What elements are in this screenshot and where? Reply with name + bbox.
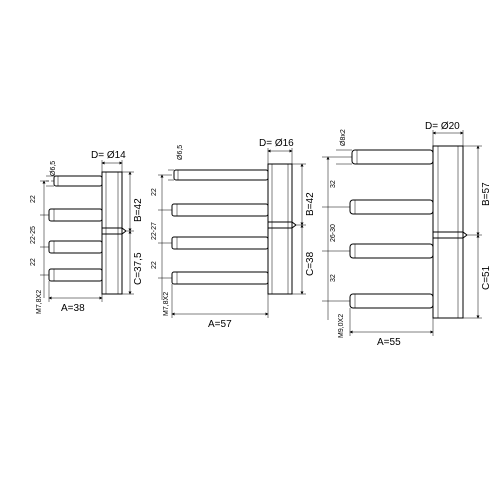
hinge-medium-pins (171, 169, 269, 285)
hinge-medium-spacing-top: 22 (151, 188, 158, 196)
hinge-small-spacing-mid: 22-25 (30, 226, 37, 244)
hinge-large-spacing-mid: 26-30 (330, 224, 337, 242)
hinge-small-height-b: B=42 (133, 198, 144, 222)
hinge-medium-diameter: D= Ø16 (259, 138, 294, 149)
hinge-small-thread: M7,8X2 (36, 290, 43, 314)
hinge-large-pin-diameter: Ø8x2 (340, 129, 347, 146)
hinge-large: D= Ø20 Ø8x2 32 26-30 32 M9,0X2 B=57 C=51… (322, 121, 492, 348)
hinge-small-height-c: C=37,5 (133, 252, 144, 285)
hinge-medium-body (267, 163, 297, 295)
hinge-small-pins (48, 175, 103, 282)
hinge-small-spacing-top: 22 (30, 195, 37, 203)
hinge-medium-length-a: A=57 (208, 319, 232, 330)
hinge-large-height-c: C=51 (481, 265, 492, 290)
hinge-small-diameter: D= Ø14 (91, 150, 126, 161)
hinge-large-spacing-bottom: 32 (330, 274, 337, 282)
hinge-medium-height-c: C=38 (305, 251, 316, 276)
hinge-large-height-b: B=57 (481, 182, 492, 206)
hinge-large-diameter: D= Ø20 (425, 121, 460, 132)
hinge-medium-spacing-mid: 22-27 (151, 222, 158, 240)
hinge-large-pins (349, 149, 434, 309)
hinge-medium-height-b: B=42 (305, 192, 316, 216)
hinge-medium-pin-diameter: Ø6,5 (177, 145, 184, 160)
hinge-large-length-a: A=55 (377, 337, 401, 348)
hinge-small-body (101, 171, 127, 295)
hinge-small-length-a: A=38 (61, 303, 85, 314)
hinge-medium-thread: M7,8X2 (163, 292, 170, 316)
hinge-medium-spacing-bottom: 22 (151, 261, 158, 269)
hinge-large-thread: M9,0X2 (338, 314, 345, 338)
hinge-medium: D= Ø16 Ø6,5 22 22-27 22 M7,8X2 B=42 C=38… (151, 138, 316, 330)
hinge-small: D= Ø14 Ø6,5 22 22-25 22 M7,8X2 B=42 C=37… (30, 150, 144, 314)
hinge-small-pin-diameter: Ø6,5 (50, 161, 57, 176)
hinge-large-body (432, 145, 468, 319)
hinge-small-spacing-bottom: 22 (30, 258, 37, 266)
hinge-large-spacing-top: 32 (330, 180, 337, 188)
